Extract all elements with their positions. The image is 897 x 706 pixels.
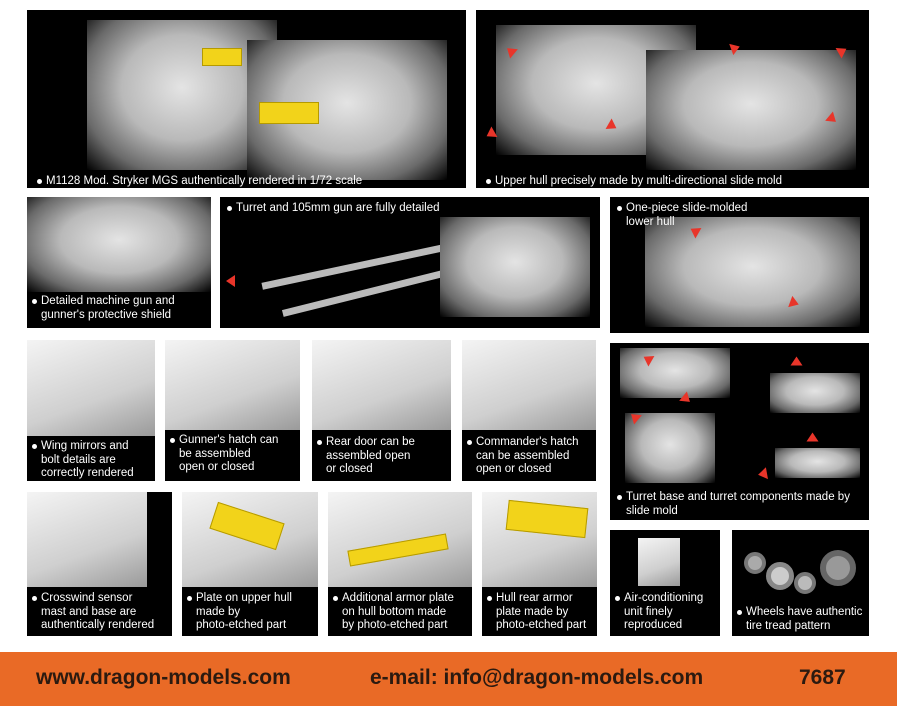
crosswind-sensor-render	[27, 492, 147, 587]
footer-bar: www.dragon-models.com e-mail: info@drago…	[0, 652, 897, 706]
gunners-hatch-render	[165, 340, 300, 430]
caption: Turret and 105mm gun are fully detailed	[225, 202, 440, 216]
air-conditioning-render	[638, 538, 680, 586]
photo-etch-highlight	[259, 102, 319, 124]
wheel-render	[744, 552, 766, 574]
feature-panel-air-conditioning: Air-conditioning unit finely reproduced	[610, 530, 720, 636]
upper-hull-render	[646, 50, 856, 170]
feature-panel-wing-mirrors: Wing mirrors and bolt details are correc…	[27, 340, 155, 481]
photo-etch-highlight	[202, 48, 242, 66]
caption: Hull rear armor plate made by photo-etch…	[485, 592, 586, 633]
feature-panel-gunners-hatch: Gunner's hatch can be assembled open or …	[165, 340, 300, 481]
caption: Crosswind sensor mast and base are authe…	[30, 592, 154, 633]
gun-barrel-render	[261, 241, 459, 290]
stryker-render-1	[87, 20, 277, 170]
feature-panel-wheels: Wheels have authentic tire tread pattern	[732, 530, 869, 636]
caption: Additional armor plate on hull bottom ma…	[331, 592, 454, 633]
caption: Upper hull precisely made by multi-direc…	[484, 175, 782, 188]
lower-hull-render	[645, 217, 860, 327]
arrow-icon	[226, 275, 235, 287]
caption: Turret base and turret components made b…	[615, 491, 850, 518]
feature-panel-machine-gun: Detailed machine gun and gunner's protec…	[27, 197, 211, 328]
caption: Wing mirrors and bolt details are correc…	[30, 440, 134, 481]
feature-panel-commanders-hatch: Commander's hatch can be assembled open …	[462, 340, 596, 481]
website-link[interactable]: www.dragon-models.com	[36, 666, 291, 689]
turret-render	[440, 217, 590, 317]
feature-panel-hull-rear-plate: Hull rear armor plate made by photo-etch…	[482, 492, 597, 636]
arrow-icon	[790, 356, 803, 366]
wing-mirror-render	[27, 340, 155, 436]
feature-panel-rear-door: Rear door can be assembled open or close…	[312, 340, 451, 481]
wheel-render	[820, 550, 856, 586]
feature-panel-upper-hull-plate: Plate on upper hull made by photo-etched…	[182, 492, 318, 636]
arrow-icon	[806, 432, 819, 442]
kit-number: 7687	[799, 666, 846, 689]
arrow-icon	[757, 467, 768, 481]
caption: Air-conditioning unit finely reproduced	[613, 592, 703, 633]
caption: Commander's hatch can be assembled open …	[465, 436, 579, 477]
caption: M1128 Mod. Stryker MGS authentically ren…	[35, 175, 362, 188]
turret-base-render	[625, 413, 715, 483]
email-link[interactable]: e-mail: info@dragon-models.com	[370, 666, 704, 689]
feature-panel-upper-hull: Upper hull precisely made by multi-direc…	[476, 10, 869, 188]
feature-panel-turret-gun: Turret and 105mm gun are fully detailed	[220, 197, 600, 328]
caption: Rear door can be assembled open or close…	[315, 436, 415, 477]
turret-part-render	[620, 348, 730, 398]
wheel-render	[794, 572, 816, 594]
turret-part-render	[775, 448, 860, 478]
commanders-hatch-render	[462, 340, 596, 430]
wheel-render	[766, 562, 794, 590]
feature-panel-turret-components: Turret base and turret components made b…	[610, 343, 869, 520]
feature-panel-stryker-overview: M1128 Mod. Stryker MGS authentically ren…	[27, 10, 466, 188]
turret-part-render	[770, 373, 860, 413]
caption: Plate on upper hull made by photo-etched…	[185, 592, 292, 633]
machine-gun-render	[27, 197, 211, 292]
feature-panel-lower-hull: One-piece slide-molded lower hull	[610, 197, 869, 333]
caption: Detailed machine gun and gunner's protec…	[30, 295, 175, 322]
hull-bottom-render	[328, 492, 472, 587]
caption: Wheels have authentic tire tread pattern	[735, 606, 862, 633]
caption: Gunner's hatch can be assembled open or …	[168, 434, 278, 475]
rear-door-render	[312, 340, 451, 430]
feature-panel-hull-bottom-plate: Additional armor plate on hull bottom ma…	[328, 492, 472, 636]
caption: One-piece slide-molded lower hull	[615, 202, 747, 229]
feature-panel-crosswind-sensor: Crosswind sensor mast and base are authe…	[27, 492, 172, 636]
